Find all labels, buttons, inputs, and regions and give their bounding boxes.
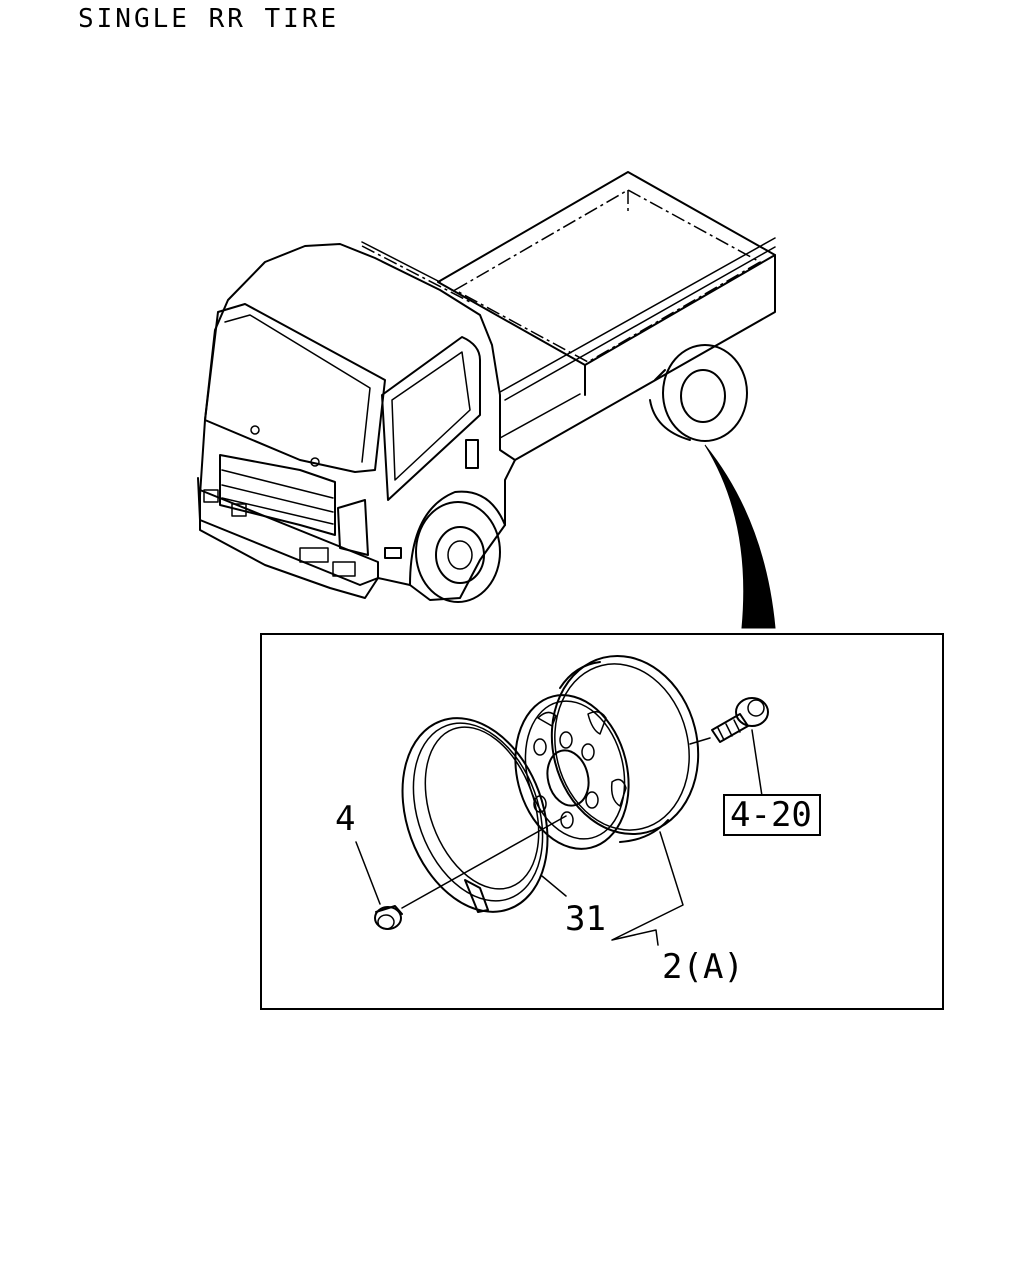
leader-lines: [355, 729, 763, 946]
detail-pointer-arrow: [704, 444, 776, 629]
wheel-rim: [514, 654, 700, 850]
truck-cab: [197, 243, 516, 601]
callout-bolt-ref-box: [723, 794, 821, 836]
callout-tire-part: 31: [565, 899, 606, 939]
truck-rear-wheel: [649, 344, 748, 442]
diagram-title: SINGLE RR TIRE: [78, 4, 340, 34]
cargo-bed: [361, 171, 776, 461]
callout-nut: 4: [335, 799, 355, 839]
callout-wheel-assembly: 2(A): [662, 947, 744, 987]
wheel-nut: [374, 905, 403, 930]
tire-ring: [401, 717, 549, 913]
detail-frame: [260, 633, 944, 1010]
truck-front-wheel: [409, 490, 506, 603]
callout-bolt-ref: 4-20: [730, 795, 812, 835]
truck-illustration: [197, 171, 776, 629]
hub-bolt: [711, 697, 769, 743]
